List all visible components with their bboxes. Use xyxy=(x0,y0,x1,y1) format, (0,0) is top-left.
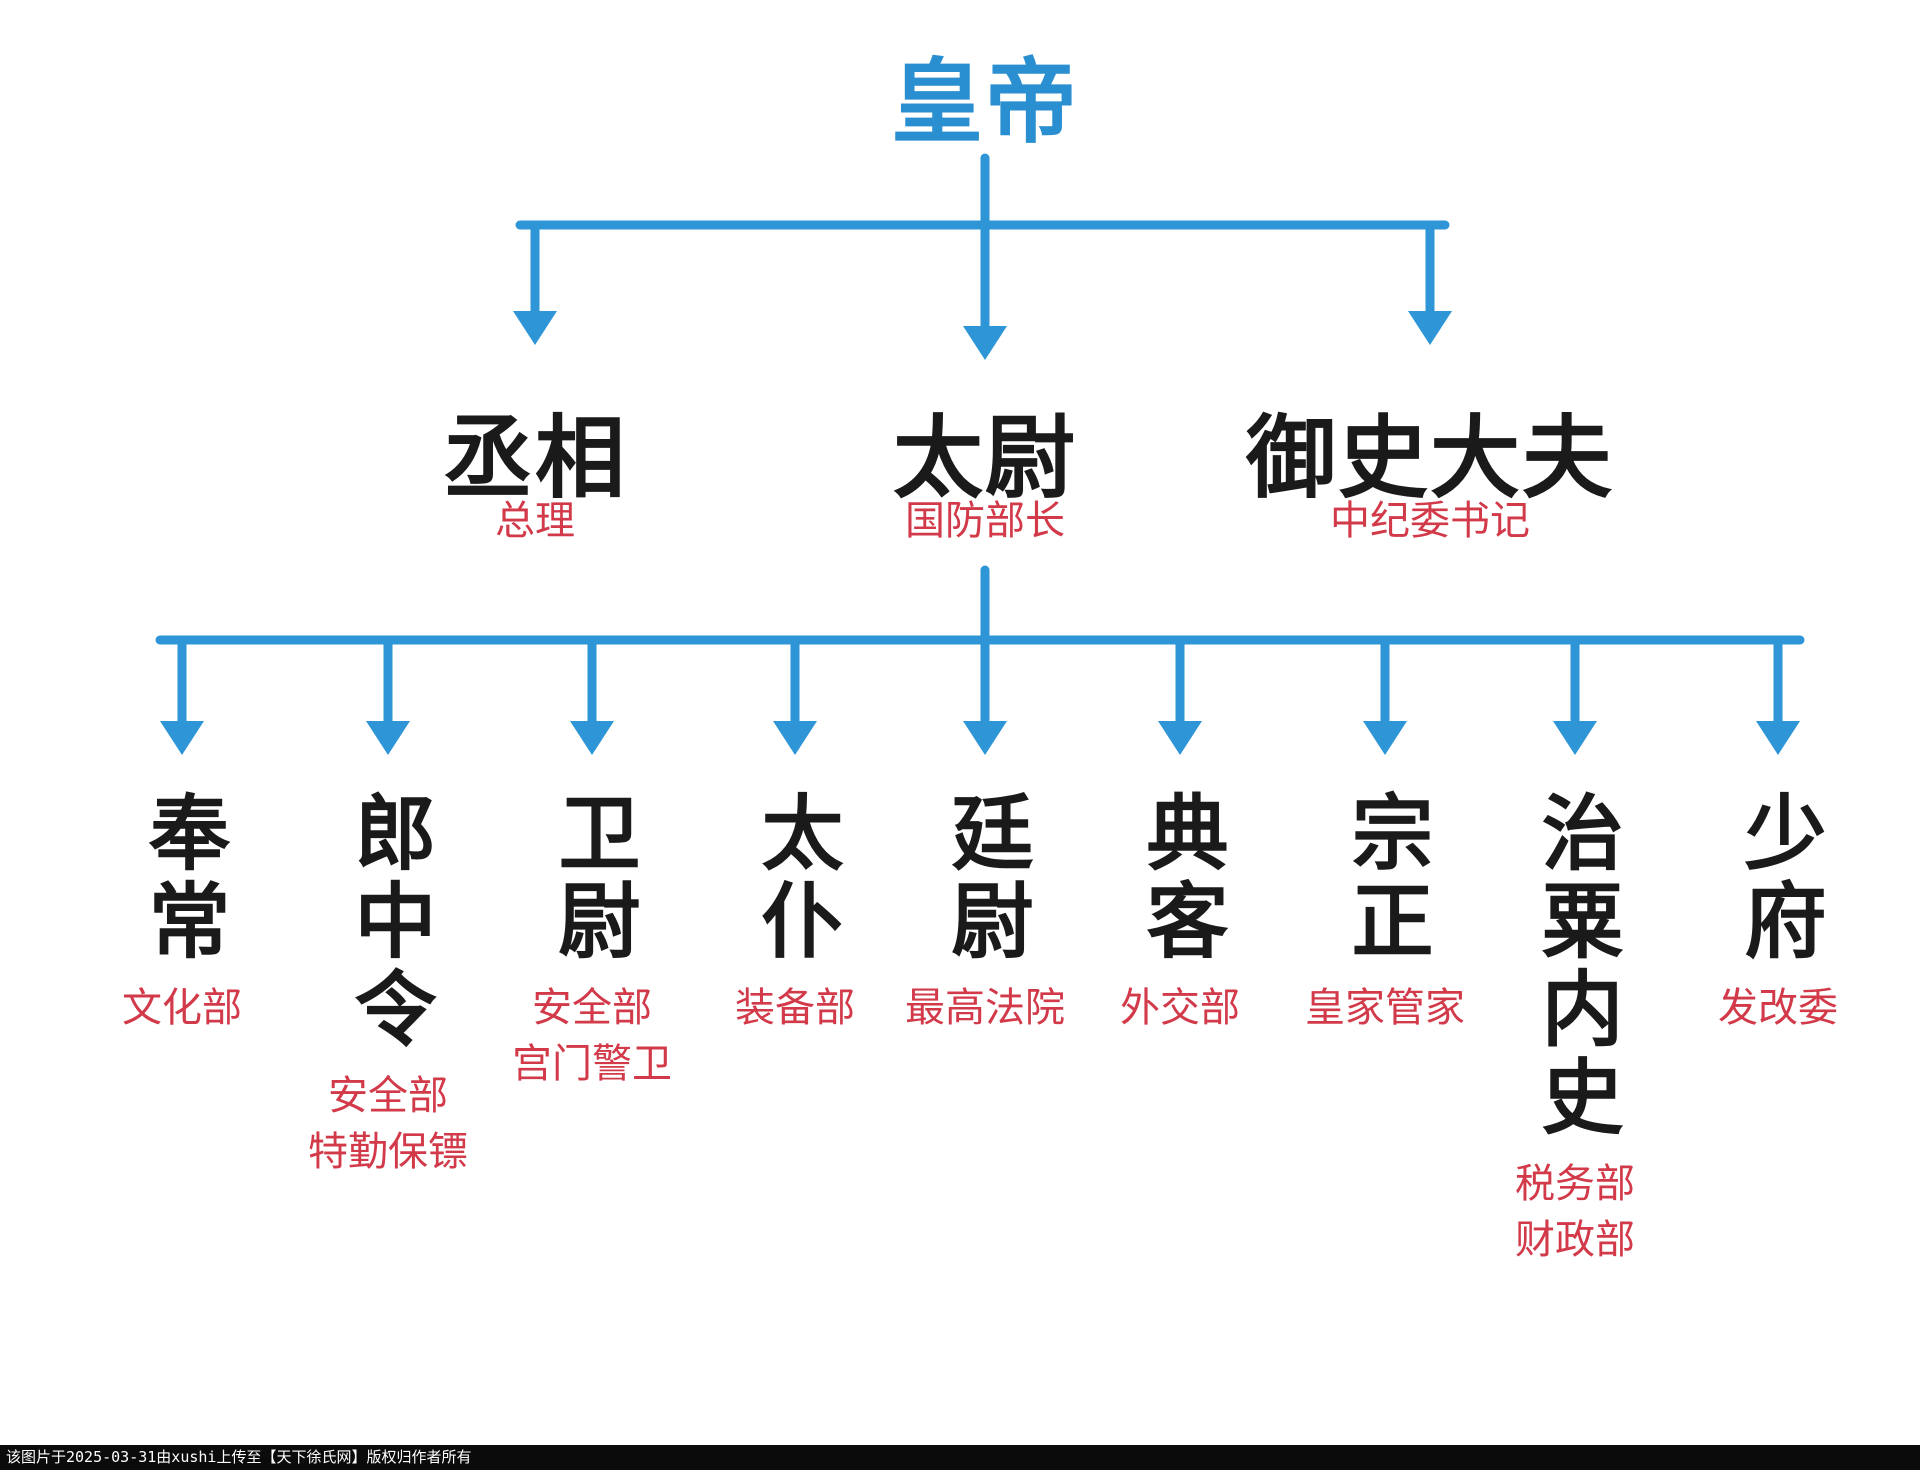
level1-title: 御史大夫 xyxy=(1246,405,1614,511)
watermark-footer: 该图片于2025-03-31由xushi上传至【天下徐氏网】版权归作者所有 xyxy=(0,1445,1920,1470)
arrow-level2-4-arrowhead xyxy=(963,721,1007,755)
level2-subtitle: 皇家管家 xyxy=(1305,985,1465,1031)
arrow-level2-6-arrowhead xyxy=(1363,721,1407,755)
level2-subtitle: 文化部 xyxy=(122,985,242,1031)
level2-subtitles: 皇家管家 xyxy=(1305,980,1465,1036)
level2-title: 郎中令 xyxy=(340,790,436,1054)
arrow-level2-3-arrowhead xyxy=(773,721,817,755)
level2-subtitles: 最高法院 xyxy=(905,980,1065,1036)
arrow-level2-5-arrowhead xyxy=(1158,721,1202,755)
level2-title: 宗正 xyxy=(1337,790,1433,966)
level2-title: 少府 xyxy=(1730,790,1826,966)
level2-subtitle: 财政部 xyxy=(1515,1217,1635,1263)
level2-subtitle: 装备部 xyxy=(735,985,855,1031)
arrow-level1-0-arrowhead xyxy=(513,311,557,345)
level2-subtitles: 外交部 xyxy=(1120,980,1240,1036)
level2-subtitles: 装备部 xyxy=(735,980,855,1036)
arrow-level1-1-arrowhead xyxy=(963,326,1007,360)
level2-subtitle: 安全部 xyxy=(532,985,652,1031)
level2-subtitles: 安全部特勤保镖 xyxy=(308,1068,468,1180)
level2-subtitle: 宫门警卫 xyxy=(512,1041,672,1087)
level2-subtitles: 发改委 xyxy=(1718,980,1838,1036)
arrow-level2-0-arrowhead xyxy=(160,721,204,755)
level2-title: 典客 xyxy=(1132,790,1228,966)
level2-title: 廷尉 xyxy=(937,790,1033,966)
level2-subtitles: 安全部宫门警卫 xyxy=(512,980,672,1092)
level1-title: 太尉 xyxy=(893,405,1077,511)
level2-subtitle: 外交部 xyxy=(1120,985,1240,1031)
level2-subtitle: 安全部 xyxy=(328,1073,448,1119)
level2-title: 奉常 xyxy=(134,790,230,966)
level2-subtitle: 特勤保镖 xyxy=(308,1129,468,1175)
arrow-level2-2-arrowhead xyxy=(570,721,614,755)
level2-subtitles: 文化部 xyxy=(122,980,242,1036)
arrow-level1-2-arrowhead xyxy=(1408,311,1452,345)
arrow-level2-7-arrowhead xyxy=(1553,721,1597,755)
level2-subtitle: 税务部 xyxy=(1515,1161,1635,1207)
arrow-level2-1-arrowhead xyxy=(366,721,410,755)
level1-title: 丞相 xyxy=(443,405,627,511)
level1-subtitle: 中纪委书记 xyxy=(1330,498,1530,544)
level2-title: 治粟内史 xyxy=(1527,790,1623,1142)
level1-subtitle: 国防部长 xyxy=(905,498,1065,544)
level2-subtitles: 税务部财政部 xyxy=(1515,1156,1635,1268)
level2-subtitle: 发改委 xyxy=(1718,985,1838,1031)
level2-subtitle: 最高法院 xyxy=(905,985,1065,1031)
arrow-level2-8-arrowhead xyxy=(1756,721,1800,755)
level2-title: 卫尉 xyxy=(544,790,640,966)
node-emperor: 皇帝 xyxy=(890,48,1080,156)
level1-subtitle: 总理 xyxy=(495,498,575,544)
level2-title: 太仆 xyxy=(747,790,843,966)
